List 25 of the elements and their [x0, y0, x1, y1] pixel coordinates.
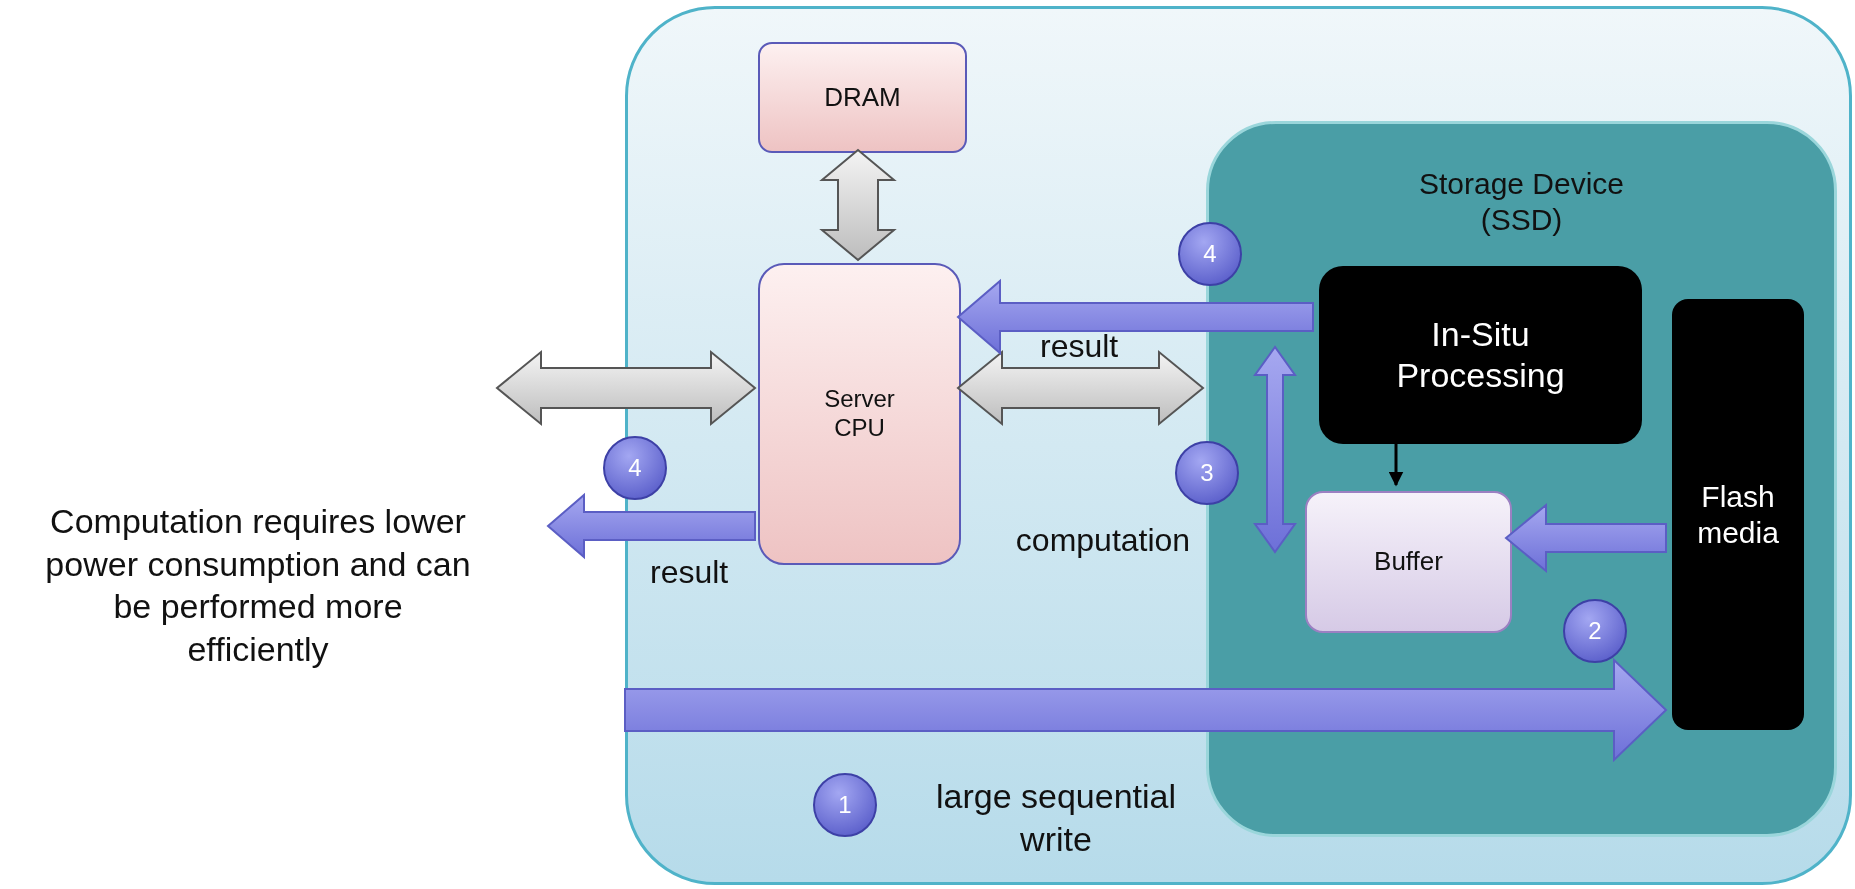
- buffer-box: Buffer: [1305, 491, 1512, 633]
- cpu-box: Server CPU: [758, 263, 961, 565]
- block-arrow: [956, 278, 1314, 356]
- block-arrow: [1253, 345, 1297, 554]
- flash-media-box: Flash media: [1672, 299, 1804, 730]
- edge-label: result: [1040, 330, 1119, 362]
- step-badge: 2: [1563, 599, 1627, 663]
- block-arrow: [495, 349, 757, 427]
- dram-box: DRAM: [758, 42, 967, 153]
- block-arrow: [546, 492, 756, 560]
- step-badge: 3: [1175, 441, 1239, 505]
- block-arrow: [624, 657, 1668, 763]
- step-badge: 1: [813, 773, 877, 837]
- step-badge: 4: [603, 436, 667, 500]
- processing-box: In-Situ Processing: [1319, 266, 1642, 444]
- block-arrow: [819, 148, 897, 262]
- step-badge: 4: [1178, 222, 1242, 286]
- panel-title: Storage Device (SSD): [1417, 166, 1626, 238]
- annotation-text: computation: [1014, 521, 1192, 560]
- annotation-text: large sequential write: [934, 776, 1178, 860]
- edge-label: result: [650, 556, 729, 588]
- system-panel: [625, 6, 1852, 885]
- block-arrow: [1504, 502, 1667, 574]
- note-text: Computation requires lower power consumption and can be performed more efficiently: [44, 501, 472, 670]
- block-arrow: [956, 349, 1205, 427]
